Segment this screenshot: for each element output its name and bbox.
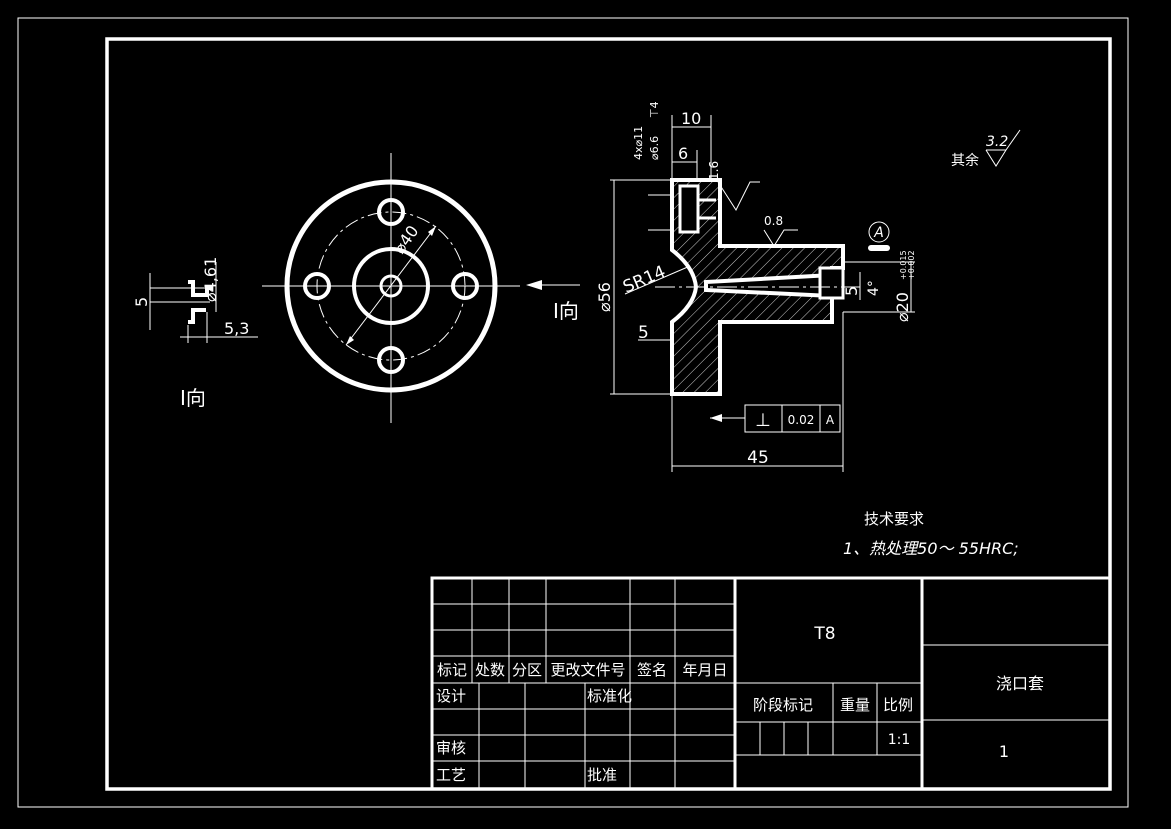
dim-4deg: 4° <box>866 280 882 296</box>
roughness-rest: 其余 3.2 <box>951 129 1021 169</box>
roughness-rest-label: 其余 <box>951 152 979 169</box>
outer-sheet-border <box>17 17 1129 808</box>
title-block-text: 标记 处数 分区 更改文件号 签名 年月日 设计 标准化 审核 工艺 批准 T8… <box>436 624 1044 784</box>
bolt-hole-right <box>451 272 479 300</box>
tech-item-1: 1、热处理50～ 55HRC; <box>843 539 1019 558</box>
tb-col-doc: 更改文件号 <box>550 661 625 679</box>
tb-col-mark: 标记 <box>437 661 467 679</box>
view-arrow: I向 <box>526 280 580 323</box>
bolt-hole-top <box>377 198 405 226</box>
pitch-circle <box>316 211 466 361</box>
tb-process: 工艺 <box>436 766 466 784</box>
tb-review: 审核 <box>436 739 466 757</box>
tb-stage: 阶段标记 <box>753 696 813 714</box>
tol-value: 0.02 <box>788 413 815 427</box>
tb-weight: 重量 <box>840 696 870 714</box>
bolt-hole-left <box>303 272 331 300</box>
tb-part-name: 浇口套 <box>996 674 1044 693</box>
dim-10: 10 <box>681 109 701 128</box>
detail-view: 5 ⌀4,61 5,3 I向 <box>132 257 258 410</box>
hub-circle <box>352 247 430 325</box>
tb-col-count: 处数 <box>475 661 505 679</box>
tb-material: T8 <box>813 624 835 644</box>
dim-5-left: 5 <box>638 323 649 343</box>
dim-cbore: ⌀6.6 <box>648 136 661 160</box>
dim-6: 6 <box>678 144 688 163</box>
front-view: ⌀40 <box>262 153 520 423</box>
dim-sr14: SR14 <box>620 262 669 298</box>
tol-lower: +0.002 <box>907 250 916 280</box>
dim-holes: 4x⌀11 <box>632 126 645 160</box>
title-block <box>430 576 1112 791</box>
roughness-rest-value: 3.2 <box>986 134 1008 150</box>
tb-scale: 1:1 <box>888 732 911 748</box>
tb-scale-label: 比例 <box>883 696 913 714</box>
detail-dim-vert: 5 <box>132 297 151 307</box>
section-view: 10 6 4x⌀11 ⌀6.6 ⊤4 1.6 0.8 A ⌀56 SR14 5 <box>595 101 916 472</box>
datum-circle <box>868 221 890 243</box>
datum-label: A <box>873 225 884 241</box>
dim-cbore-depth: ⊤4 <box>648 101 661 118</box>
tol-symbol: ⊥ <box>755 410 771 431</box>
dim-20: ⌀20 <box>893 292 912 322</box>
tol-upper: +0.015 <box>899 250 908 280</box>
roughness-0-8: 0.8 <box>764 214 783 228</box>
tb-col-sign: 签名 <box>637 661 667 679</box>
detail-dim-dia: ⌀4,61 <box>201 257 220 302</box>
tol-frame <box>744 404 841 433</box>
view-arrow-label: I向 <box>553 299 579 323</box>
flange-outer-circle <box>284 179 498 393</box>
tb-design: 设计 <box>436 687 466 705</box>
bore-circle <box>379 274 403 298</box>
tb-col-zone: 分区 <box>512 661 542 679</box>
tol-datum: A <box>826 413 835 427</box>
tb-approve: 批准 <box>587 766 617 784</box>
dim-56: ⌀56 <box>595 282 614 312</box>
dim-pcd: ⌀40 <box>390 222 423 257</box>
dim-5-right: 5 <box>842 286 861 296</box>
detail-dim-horiz: 5,3 <box>224 319 249 338</box>
detail-view-label: I向 <box>180 386 206 410</box>
tb-col-date: 年月日 <box>682 661 727 679</box>
bolt-hole-bottom <box>377 346 405 374</box>
tech-requirements: 技术要求 1、热处理50～ 55HRC; <box>843 510 1019 558</box>
dim-45: 45 <box>747 448 769 468</box>
roughness-1-6: 1.6 <box>707 161 721 180</box>
tb-standard: 标准化 <box>587 687 632 705</box>
tech-title: 技术要求 <box>864 510 924 528</box>
tb-sheet: 1 <box>999 742 1009 761</box>
